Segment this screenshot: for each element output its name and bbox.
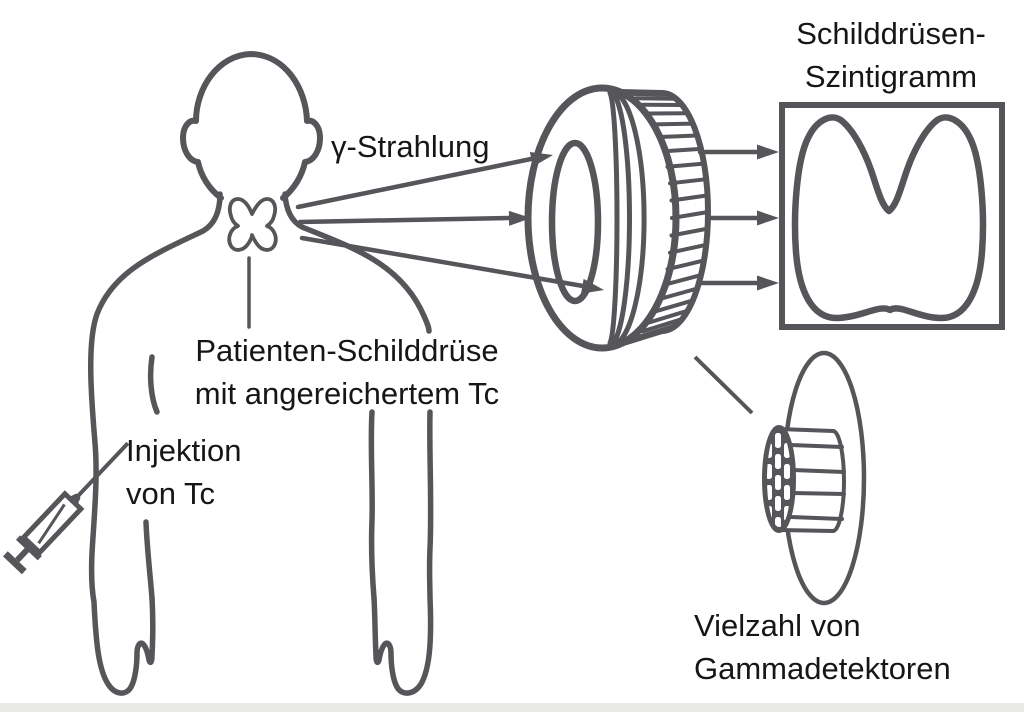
camera-aperture-ring — [548, 139, 602, 305]
body-left-outline — [88, 191, 223, 696]
syringe-plunger-seal — [37, 503, 66, 545]
collimator-body-fill — [779, 429, 844, 531]
syringe-thumb-rest — [2, 551, 27, 575]
patient-figure-icon — [88, 51, 434, 696]
syringe-icon — [2, 441, 130, 575]
detail-connector-line — [693, 355, 754, 415]
syringe-plunger-rod — [15, 547, 30, 563]
detectors-label: Vielzahl von Gammadetektoren — [694, 604, 951, 690]
left-armpit-line — [147, 354, 160, 415]
detectors-label-line1: Vielzahl von — [694, 608, 861, 643]
thyroid-gland-icon — [227, 197, 278, 252]
scintigram-label-line2: Szintigramm — [804, 59, 978, 94]
patient-thyroid-label-line1: Patienten-Schilddrüse — [195, 333, 499, 368]
injection-label: Injektion von Tc — [126, 429, 241, 515]
patient-thyroid-label: Patienten-Schilddrüse mit angereichertem… — [170, 329, 524, 415]
patient-thyroid-label-line2: mit angereichertem Tc — [194, 376, 500, 411]
camera-output-arrows — [696, 144, 779, 291]
syringe-needle — [75, 441, 130, 499]
injection-label-line1: Injektion — [126, 433, 242, 468]
collimator-detail-icon — [762, 425, 846, 533]
scintigram-label: Schilddrüsen- Szintigramm — [760, 12, 1022, 98]
right-inner-arm-line — [368, 409, 377, 601]
head-outline — [180, 51, 323, 201]
camera-front-face — [524, 84, 680, 352]
injection-label-line2: von Tc — [126, 476, 216, 511]
collimator-detail-group — [693, 350, 867, 606]
body-right-lower-outline — [371, 409, 434, 696]
scintigram-box — [779, 102, 1005, 330]
syringe-flange — [15, 535, 42, 561]
gamma-ray-arrows — [295, 152, 604, 294]
scintigram-label-line1: Schilddrüsen- — [796, 16, 986, 51]
detectors-label-line2: Gammadetektoren — [694, 651, 951, 686]
left-inner-arm-line — [143, 519, 155, 601]
bottom-strip — [0, 703, 1024, 712]
body-right-upper-outline — [282, 191, 432, 334]
gamma-radiation-label: γ-Strahlung — [331, 129, 490, 164]
gamma-camera-icon — [524, 84, 711, 352]
scintigram-thyroid-shape — [791, 114, 987, 322]
